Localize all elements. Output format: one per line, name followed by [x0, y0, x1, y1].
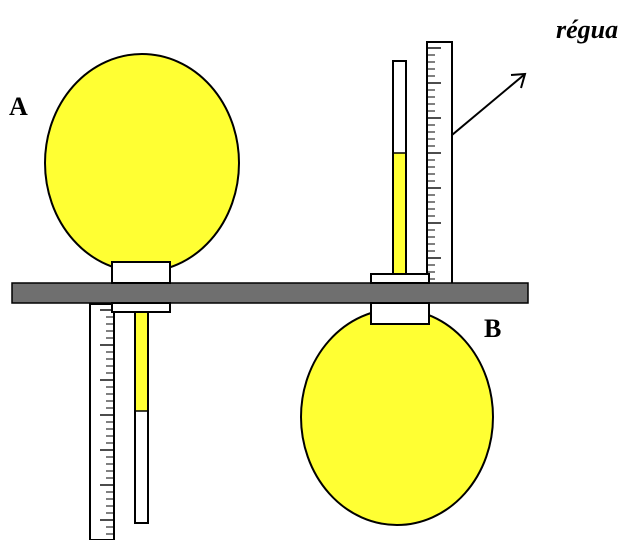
label-b: B: [484, 314, 501, 343]
label-ruler: régua: [556, 15, 618, 44]
shelf: [11, 282, 529, 304]
ruler-a-ticks: [100, 309, 114, 535]
bulb-b: [300, 308, 494, 526]
tube-b-liquid: [394, 153, 405, 274]
ruler-b-body: [426, 41, 453, 285]
stopper-b-top: [370, 273, 430, 284]
tube-a-liquid: [136, 311, 147, 411]
stopper-a-bottom: [111, 302, 171, 313]
label-a: A: [9, 92, 28, 121]
bulb-a: [44, 53, 240, 273]
ruler-a: [89, 303, 115, 540]
tube-b: [392, 60, 407, 276]
tube-a: [134, 309, 149, 524]
ruler-b: [426, 41, 453, 285]
stopper-a-top: [111, 261, 171, 284]
ruler-pointer-arrow: [451, 72, 527, 136]
stopper-b-bottom: [370, 302, 430, 325]
ruler-b-ticks: [427, 47, 441, 280]
